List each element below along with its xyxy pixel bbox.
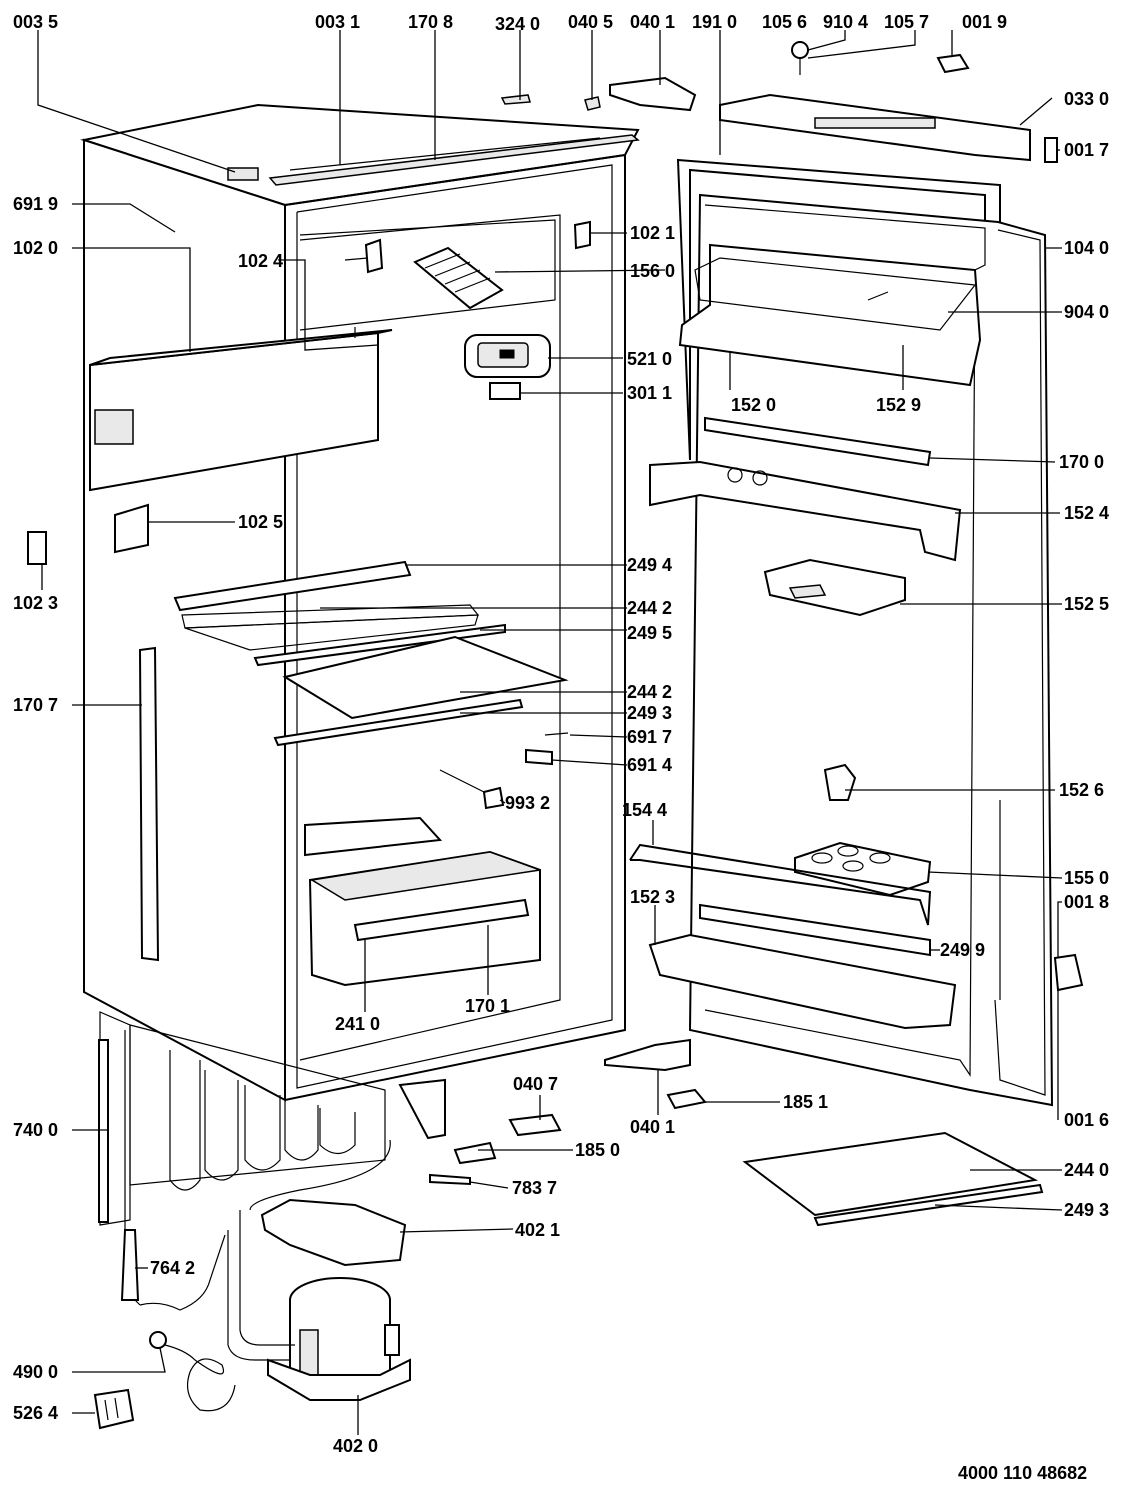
part-label: 102 0 — [13, 238, 59, 258]
part-label: 102 4 — [238, 251, 284, 271]
ice-tray — [413, 246, 504, 310]
part-label: 040 7 — [513, 1074, 559, 1094]
door-upper-shelf — [649, 416, 962, 562]
part-label: 001 6 — [1064, 1110, 1110, 1130]
part-label: 249 5 — [627, 623, 673, 643]
part-label: 526 4 — [13, 1403, 59, 1423]
part-label: 490 0 — [13, 1362, 59, 1382]
part-label: 040 5 — [568, 12, 614, 32]
part-label: 170 7 — [13, 695, 59, 715]
part-label: 301 1 — [627, 383, 673, 403]
leader-lines — [37, 30, 1063, 1435]
part-label: 001 7 — [1064, 140, 1110, 160]
bottle-shelf — [629, 843, 957, 1030]
part-label: 040 1 — [630, 12, 676, 32]
part-label: 152 9 — [876, 395, 922, 415]
document-number: 4000 110 48682 — [958, 1463, 1088, 1483]
part-label: 691 4 — [627, 755, 673, 775]
part-label: 040 1 — [630, 1117, 676, 1137]
part-label: 170 1 — [465, 996, 511, 1016]
part-label: 156 0 — [630, 261, 676, 281]
butter-box — [763, 558, 906, 617]
refrigeration-system — [93, 1011, 446, 1430]
part-label: 249 9 — [940, 940, 986, 960]
part-label: 003 1 — [315, 12, 361, 32]
part-label: 170 8 — [408, 12, 454, 32]
part-label: 324 0 — [495, 14, 541, 34]
part-label: 152 5 — [1064, 594, 1110, 614]
glass-shelf-bottom — [742, 1131, 1044, 1227]
interior-small-parts — [27, 220, 591, 565]
middle-small-parts — [439, 732, 569, 810]
part-label: 003 5 — [13, 12, 59, 32]
part-label: 152 4 — [1064, 503, 1110, 523]
part-label: 521 0 — [627, 349, 673, 369]
part-label: 152 6 — [1059, 780, 1105, 800]
part-label: 764 2 — [150, 1258, 196, 1278]
part-label: 185 1 — [783, 1092, 829, 1112]
part-label: 783 7 — [512, 1178, 558, 1198]
part-label: 244 2 — [627, 682, 673, 702]
egg-tray — [794, 841, 932, 897]
crisper-drawer — [304, 816, 541, 987]
part-label: 102 3 — [13, 593, 59, 613]
part-label: 244 2 — [627, 598, 673, 618]
shelves — [173, 560, 569, 747]
part-label: 155 0 — [1064, 868, 1110, 888]
part-label: 154 4 — [622, 800, 668, 820]
part-label: 152 3 — [630, 887, 676, 907]
freezer-compartment — [89, 219, 556, 492]
door-dairy-compartment — [678, 243, 982, 387]
part-label: 691 7 — [627, 727, 673, 747]
part-label: 104 0 — [1064, 238, 1110, 258]
part-label: 249 4 — [627, 555, 673, 575]
part-label: 740 0 — [13, 1120, 59, 1140]
part-label: 904 0 — [1064, 302, 1110, 322]
door — [500, 41, 1058, 1107]
part-label: 402 1 — [515, 1220, 561, 1240]
part-label: 152 0 — [731, 395, 777, 415]
thermostat-box — [464, 334, 551, 400]
part-label: 185 0 — [575, 1140, 621, 1160]
cabinet-strip — [138, 646, 160, 962]
part-label: 910 4 — [823, 12, 869, 32]
part-label: 993 2 — [505, 793, 551, 813]
part-label: 249 3 — [627, 703, 673, 723]
bottom-hinge-parts — [429, 1038, 707, 1186]
door-small-parts — [823, 763, 1084, 992]
part-label: 691 9 — [13, 194, 59, 214]
part-label: 001 9 — [962, 12, 1008, 32]
part-label: 102 5 — [238, 512, 284, 532]
part-label: 244 0 — [1064, 1160, 1110, 1180]
part-label: 105 7 — [884, 12, 930, 32]
part-label: 249 3 — [1064, 1200, 1110, 1220]
part-label: 033 0 — [1064, 89, 1110, 109]
part-label: 001 8 — [1064, 892, 1110, 912]
part-label: 191 0 — [692, 12, 738, 32]
part-label: 402 0 — [333, 1436, 379, 1456]
part-label: 170 0 — [1059, 452, 1105, 472]
part-label: 105 6 — [762, 12, 808, 32]
part-label: 241 0 — [335, 1014, 381, 1034]
part-label: 102 1 — [630, 223, 676, 243]
